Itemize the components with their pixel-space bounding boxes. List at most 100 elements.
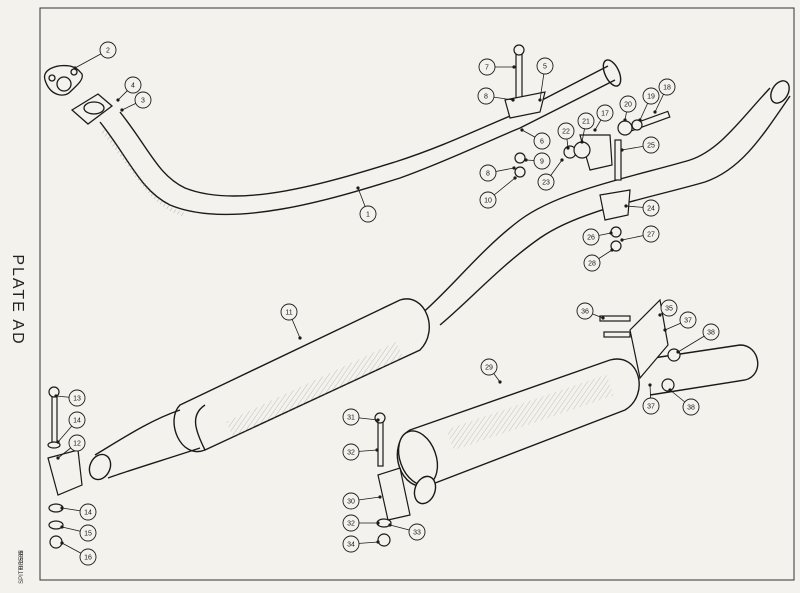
callout-circle xyxy=(577,112,595,130)
callout-circle xyxy=(79,503,97,521)
callout-arrowhead xyxy=(54,394,58,398)
callout-arrowhead xyxy=(60,541,64,545)
callout-number: 25 xyxy=(647,143,655,150)
plate-title: PLATE AD xyxy=(9,254,26,346)
callout-12: 12 xyxy=(56,434,86,460)
callout-circle xyxy=(533,152,551,170)
callout-23: 23 xyxy=(537,158,564,191)
callout-21: 21 xyxy=(577,112,595,144)
callout-arrowhead xyxy=(524,158,528,162)
callout-circle xyxy=(408,523,426,541)
callout-18: 18 xyxy=(653,78,676,114)
callout-circle xyxy=(342,492,360,510)
callout-31: 31 xyxy=(342,408,380,426)
callout-number: 10 xyxy=(484,198,492,205)
callout-circle xyxy=(533,132,551,150)
callout-circle xyxy=(359,205,377,223)
callout-arrowhead xyxy=(511,98,515,102)
plate-code: 8 1565 SPITFIRE III xyxy=(19,550,25,584)
callout-number: 14 xyxy=(84,510,92,517)
callout-arrowhead xyxy=(580,140,584,144)
callout-7: 7 xyxy=(478,58,516,76)
callout-8: 8 xyxy=(479,164,516,182)
callout-arrowhead xyxy=(356,186,360,190)
callout-circle xyxy=(342,535,360,553)
callout-circle xyxy=(642,87,660,105)
callout-6: 6 xyxy=(520,128,551,150)
callout-number: 20 xyxy=(624,102,632,109)
callout-circle xyxy=(477,87,495,105)
callout-number: 2 xyxy=(106,48,110,55)
callout-number: 33 xyxy=(413,530,421,537)
callout-circle xyxy=(342,514,360,532)
callout-28: 28 xyxy=(583,248,614,272)
callout-arrowhead xyxy=(676,350,680,354)
callout-15: 15 xyxy=(60,524,97,542)
callout-circle xyxy=(99,41,117,59)
callout-arrowhead xyxy=(624,204,628,208)
callout-38: 38 xyxy=(676,323,720,354)
main-pipe-silencer-part xyxy=(88,80,791,481)
callout-arrowhead xyxy=(298,336,302,340)
callout-circle xyxy=(642,136,660,154)
callout-circle xyxy=(642,225,660,243)
callout-number: 8 xyxy=(486,171,490,178)
callout-circle xyxy=(342,443,360,461)
callout-number: 22 xyxy=(562,129,570,136)
callout-circle xyxy=(642,199,660,217)
callout-arrowhead xyxy=(601,316,605,320)
callout-number: 14 xyxy=(73,418,81,425)
callout-33: 33 xyxy=(388,523,426,541)
callout-arrowhead xyxy=(512,166,516,170)
callout-arrowhead xyxy=(116,98,120,102)
callout-number: 31 xyxy=(347,415,355,422)
callout-circle xyxy=(79,548,97,566)
callout-circle xyxy=(619,95,637,113)
callout-number: 21 xyxy=(582,119,590,126)
callout-number: 35 xyxy=(665,306,673,313)
callout-11: 11 xyxy=(280,303,302,340)
callout-arrowhead xyxy=(56,440,60,444)
callout-circle xyxy=(480,358,498,376)
callout-circle xyxy=(478,58,496,76)
callout-37: 37 xyxy=(663,311,697,332)
callout-arrowhead xyxy=(593,128,597,132)
callout-arrowhead xyxy=(376,418,380,422)
callout-number: 18 xyxy=(663,85,671,92)
callout-number: 17 xyxy=(601,111,609,118)
callout-32: 32 xyxy=(342,514,380,532)
callout-circle xyxy=(582,228,600,246)
callout-circle xyxy=(682,398,700,416)
callout-circle xyxy=(280,303,298,321)
callout-circle xyxy=(642,397,660,415)
callout-circle xyxy=(79,524,97,542)
callout-arrowhead xyxy=(668,388,672,392)
callout-circle xyxy=(536,57,554,75)
callout-arrowhead xyxy=(498,380,502,384)
callout-10: 10 xyxy=(479,176,517,209)
rear-silencer-part xyxy=(396,344,759,505)
callout-number: 7 xyxy=(485,65,489,72)
callout-1: 1 xyxy=(356,186,377,223)
callout-35: 35 xyxy=(658,299,678,317)
callout-circle xyxy=(479,191,497,209)
callout-number: 23 xyxy=(542,180,550,187)
manifold-flange-part xyxy=(43,64,114,125)
callout-arrowhead xyxy=(620,238,624,242)
callout-number: 3 xyxy=(141,98,145,105)
callout-number: 8 xyxy=(484,94,488,101)
callout-circle xyxy=(68,389,86,407)
callout-arrowhead xyxy=(376,540,380,544)
callout-circle xyxy=(660,299,678,317)
callout-number: 37 xyxy=(684,318,692,325)
callout-3: 3 xyxy=(120,91,152,112)
callout-number: 27 xyxy=(647,232,655,239)
callout-number: 37 xyxy=(647,404,655,411)
callout-8: 8 xyxy=(477,87,515,105)
callout-circle xyxy=(596,104,614,122)
callout-number: 24 xyxy=(647,206,655,213)
callout-arrowhead xyxy=(60,525,64,529)
callout-circle xyxy=(68,434,86,452)
callout-arrowhead xyxy=(388,523,392,527)
callout-circle xyxy=(479,164,497,182)
